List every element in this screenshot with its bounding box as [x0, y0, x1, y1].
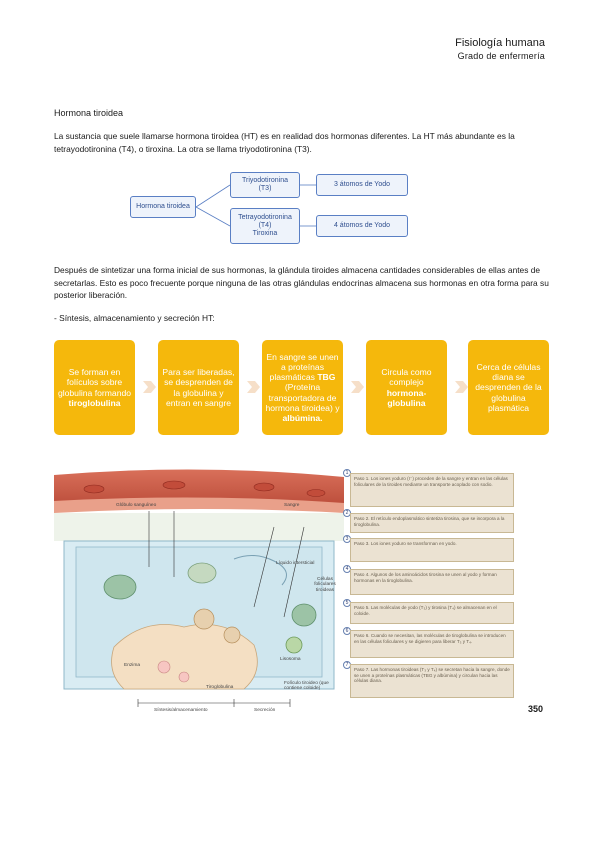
diagram-root-label: Hormona tiroidea	[136, 203, 190, 211]
t3-name: Triyodotironina	[242, 177, 288, 185]
flow-step-1-text: Se forman en folículos sobre globulina f…	[58, 367, 131, 397]
flow-step-4-text: Circula como complejo	[381, 367, 431, 387]
flow-step-3-bold: TBG	[317, 372, 335, 382]
subheading: - Síntesis, almacenamiento y secreción H…	[54, 313, 215, 323]
t4-abbrev: (T4)	[259, 222, 272, 230]
t3-atoms-label: 3 átomos de Yodo	[334, 181, 390, 189]
flow-step-2-text: Para ser liberadas, se desprenden de la …	[162, 367, 234, 408]
flow-step-5-text: Cerca de células diana se desprenden de …	[475, 362, 541, 413]
flow-step-4-bold: hormona-globulina	[387, 388, 427, 408]
step-2-text: Paso 2. El retículo endoplasmático sinte…	[354, 516, 504, 527]
step-5-text: Paso 5. Las moléculas de yodo (T₃) y tir…	[354, 605, 497, 616]
process-flow: Se forman en folículos sobre globulina f…	[54, 340, 549, 435]
step-3-text: Paso 3. Los iones yoduro se transforman …	[354, 541, 457, 546]
step-2-box: Paso 2. El retículo endoplasmático sinte…	[350, 513, 514, 533]
step-1-box: Paso 1. Los iones yoduro (I⁻) proceden d…	[350, 473, 514, 507]
flow-step-3: En sangre se unen a proteínas plasmática…	[262, 340, 343, 435]
flow-step-3-bold-2: albúmina.	[282, 413, 322, 423]
page-header: Fisiología humana Grado de enfermería	[455, 36, 545, 62]
t4-name: Tetrayodotironina	[238, 214, 292, 222]
label-interstitial: Líquido intersticial	[276, 561, 314, 566]
flow-step-1: Se forman en folículos sobre globulina f…	[54, 340, 135, 435]
diagram-t3-atoms: 3 átomos de Yodo	[316, 174, 408, 196]
step-5-box: Paso 5. Las moléculas de yodo (T₃) y tir…	[350, 602, 514, 624]
diagram-root: Hormona tiroidea	[130, 196, 196, 218]
step-1-text: Paso 1. Los iones yoduro (I⁻) proceden d…	[354, 476, 508, 487]
label-synthesis-storage: Síntesis/almacenamiento	[154, 708, 208, 713]
step-6-box: Paso 6. Cuando se necesitan, las molécul…	[350, 630, 514, 658]
flow-arrow-icon	[348, 378, 366, 396]
label-enzyme: Enzima	[124, 663, 140, 668]
header-title: Fisiología humana	[455, 36, 545, 50]
label-secretion: Secreción	[254, 708, 275, 713]
header-subtitle: Grado de enfermería	[455, 50, 545, 62]
follicle-illustration	[54, 467, 344, 717]
step-6-text: Paso 6. Cuando se necesitan, las molécul…	[354, 633, 506, 644]
paragraph-1: La sustancia que suele llamarse hormona …	[54, 130, 549, 155]
step-3-box: Paso 3. Los iones yoduro se transforman …	[350, 538, 514, 562]
t4-atoms-label: 4 átomos de Yodo	[334, 222, 390, 230]
flow-arrow-icon	[140, 378, 158, 396]
diagram-t4-atoms: 4 átomos de Yodo	[316, 215, 408, 237]
diagram-t4: Tetrayodotironina (T4) Tiroxina	[230, 208, 300, 244]
t4-alt-name: Tiroxina	[253, 230, 278, 238]
flow-step-1-bold: tiroglobulina	[68, 398, 120, 408]
flow-step-5: Cerca de células diana se desprenden de …	[468, 340, 549, 435]
label-thyroglobulin: Tiroglobulina	[206, 685, 233, 690]
thyroid-follicle-figure: Glóbulo sanguíneo Sangre Líquido interst…	[54, 467, 520, 717]
label-lysosome: Lisosoma	[280, 657, 301, 662]
flow-step-4: Circula como complejo hormona-globulina	[366, 340, 447, 435]
step-4-text: Paso 4. Algunos de los aminoácidos tiros…	[354, 572, 497, 583]
section-title: Hormona tiroidea	[54, 108, 123, 118]
label-colloid: Folículo tiroideo (que contiene coloide)	[284, 681, 332, 692]
diagram-t3: Triyodotironina (T3)	[230, 172, 300, 198]
hormone-diagram: Hormona tiroidea Triyodotironina (T3) 3 …	[130, 166, 415, 246]
step-7-box: Paso 7. Las hormonas tiroideas (T₃ y T₄)…	[350, 664, 514, 698]
step-7-text: Paso 7. Las hormonas tiroideas (T₃ y T₄)…	[354, 667, 510, 683]
flow-arrow-icon	[244, 378, 262, 396]
flow-step-2: Para ser liberadas, se desprenden de la …	[158, 340, 239, 435]
label-blood-vessel: Glóbulo sanguíneo	[116, 503, 156, 508]
t3-abbrev: (T3)	[259, 185, 272, 193]
flow-step-3-text-2: (Proteína transportadora de hormona tiro…	[265, 382, 339, 412]
label-blood: Sangre	[284, 503, 299, 508]
page-number: 350	[528, 704, 543, 714]
label-follicular-cells: Células foliculares tiroideas	[306, 577, 344, 593]
step-4-box: Paso 4. Algunos de los aminoácidos tiros…	[350, 569, 514, 595]
paragraph-2: Después de sintetizar una forma inicial …	[54, 264, 549, 302]
